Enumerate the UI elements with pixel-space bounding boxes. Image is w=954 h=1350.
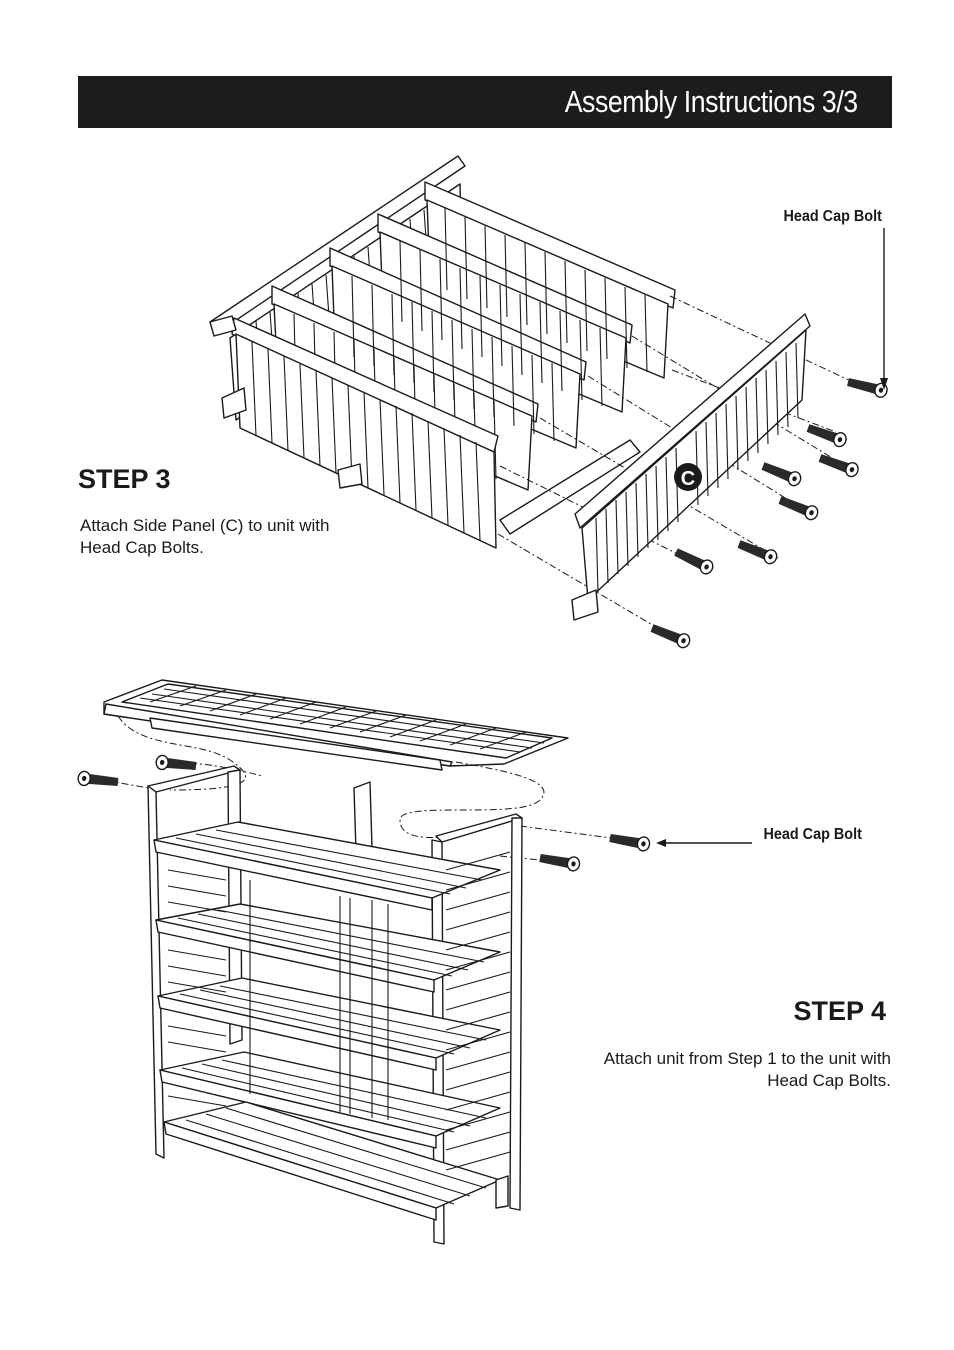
step4-heading: STEP 4 — [793, 996, 886, 1026]
head-cap-bolt-icon — [804, 420, 849, 449]
head-cap-bolt-icon — [735, 536, 780, 567]
page-header: Assembly Instructions 3/3 — [78, 76, 892, 128]
step4-text-line-2: Head Cap Bolts. — [767, 1071, 891, 1090]
head-cap-bolt-icon — [154, 754, 198, 774]
step4-instructions: Attach unit from Step 1 to the unit with… — [604, 1048, 891, 1092]
step3-bolt-callout: Head Cap Bolt — [783, 208, 882, 225]
panel-c-label: C — [681, 468, 695, 490]
step3-frame-assembly — [209, 155, 676, 549]
step3-instructions: Attach Side Panel (C) to unit with Head … — [80, 515, 329, 559]
head-cap-bolt-icon — [608, 830, 652, 853]
step3-text-line-1: Attach Side Panel (C) to unit with — [80, 516, 330, 535]
step4-bolt-callout: Head Cap Bolt — [763, 826, 862, 843]
side-panel-c — [571, 313, 811, 621]
head-cap-bolt-icon — [648, 620, 693, 651]
head-cap-bolt-icon — [538, 850, 582, 873]
page-title: Assembly Instructions 3/3 — [564, 84, 858, 119]
head-cap-bolt-icon — [816, 450, 861, 479]
head-cap-bolt-icon — [672, 545, 716, 577]
head-cap-bolt-icon — [759, 458, 804, 489]
head-cap-bolt-icon — [76, 770, 120, 790]
head-cap-bolt-icon — [776, 492, 821, 523]
panel-c-marker — [674, 463, 702, 491]
step4-tabletop — [103, 679, 569, 771]
step4-shelf-unit — [147, 765, 523, 1245]
step3-heading: STEP 3 — [78, 464, 171, 494]
step4-text-line-1: Attach unit from Step 1 to the unit with — [603, 1049, 891, 1068]
step3-text-line-2: Head Cap Bolts. — [80, 538, 204, 557]
